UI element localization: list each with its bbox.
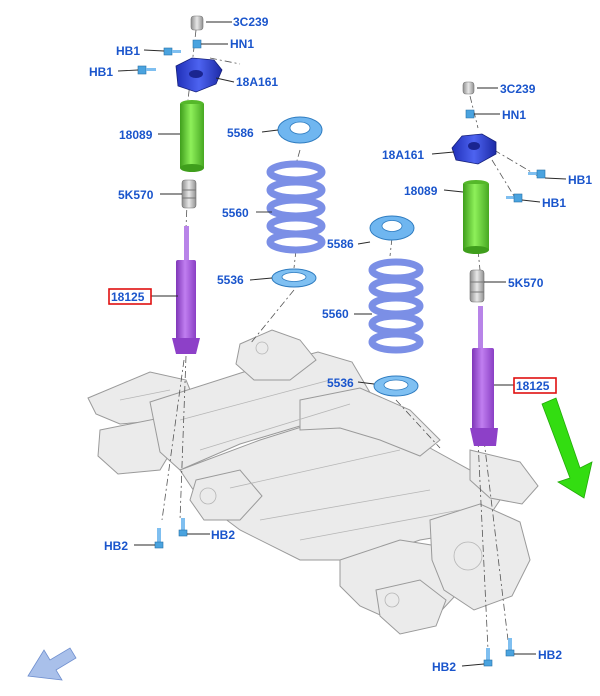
hb1-bolt-left-b: [137, 65, 156, 75]
top-nut-right: [462, 81, 475, 95]
label-top-nut-left: 3C239: [233, 15, 269, 29]
label-hn1-left: HN1: [230, 37, 254, 51]
label-hb1-right-b: HB1: [542, 196, 566, 210]
dust-boot-left: [180, 100, 204, 172]
label-boot-left: 18089: [119, 128, 153, 142]
label-top-nut-right: 3C239: [500, 82, 536, 96]
coil-spring-right: [368, 258, 424, 354]
bump-stop-left: [181, 179, 197, 209]
label-boot-right: 18089: [404, 184, 438, 198]
hb2-bolt-left-a: [154, 528, 164, 549]
label-hb2-left-b: HB2: [211, 528, 235, 542]
label-hb2-right-b: HB2: [538, 648, 562, 662]
upper-spring-seat-right: [369, 215, 415, 241]
label-hb1-right-a: HB1: [568, 173, 592, 187]
upper-mount-right: [451, 133, 497, 165]
front-direction-arrow-icon: [27, 647, 77, 681]
label-lower-seat-right: 5536: [327, 376, 354, 390]
label-hb1-left-a: HB1: [116, 44, 140, 58]
shock-label-box-left: [108, 288, 152, 305]
hn1-nut-left: [192, 39, 202, 49]
bump-stop-right: [469, 269, 485, 303]
upper-spring-seat-left: [277, 116, 323, 144]
top-nut-left: [190, 15, 204, 31]
label-bumper-right: 5K570: [508, 276, 544, 290]
shock-absorber-left: [172, 226, 200, 354]
label-upper-seat-right: 5586: [327, 237, 354, 251]
label-mount-left: 18A161: [236, 75, 278, 89]
label-spring-right: 5560: [322, 307, 349, 321]
shock-label-box-right: [513, 377, 557, 394]
hb1-bolt-left-a: [163, 47, 181, 56]
left-strut-assembly: [137, 15, 326, 549]
label-mount-right: 18A161: [382, 148, 424, 162]
label-shock-left: 18125: [111, 290, 145, 304]
label-upper-seat-left: 5586: [227, 126, 254, 140]
lower-spring-seat-right: [373, 375, 419, 397]
hb2-bolt-right-a: [483, 648, 493, 667]
label-lower-seat-left: 5536: [217, 273, 244, 287]
hb2-bolt-right-b: [505, 638, 515, 657]
leader-lines: [117, 21, 567, 667]
label-hb1-left-b: HB1: [89, 65, 113, 79]
hb1-bolt-right-a: [528, 169, 546, 179]
upper-mount-left: [175, 57, 223, 93]
hb1-bolt-right-b: [506, 193, 523, 203]
label-bumper-left: 5K570: [118, 188, 154, 202]
label-hn1-right: HN1: [502, 108, 526, 122]
shock-absorber-right: [470, 306, 498, 446]
label-hb2-right-a: HB2: [432, 660, 456, 674]
right-strut-assembly: [368, 81, 546, 667]
subframe-shading: [119, 341, 483, 608]
hn1-nut-right: [465, 109, 475, 119]
label-shock-right: 18125: [516, 379, 550, 393]
part-labels: 3C239 HB1 HN1 HB1 18A161 18089 5K570 181…: [89, 15, 592, 674]
rear-subframe: [87, 329, 539, 635]
dust-boot-right: [463, 180, 489, 254]
coil-spring-left: [266, 160, 326, 254]
label-hb2-left-a: HB2: [104, 539, 128, 553]
green-direction-arrow: [541, 397, 593, 499]
hb2-bolt-left-b: [178, 518, 188, 537]
lower-spring-seat-left: [271, 268, 317, 288]
label-spring-left: 5560: [222, 206, 249, 220]
